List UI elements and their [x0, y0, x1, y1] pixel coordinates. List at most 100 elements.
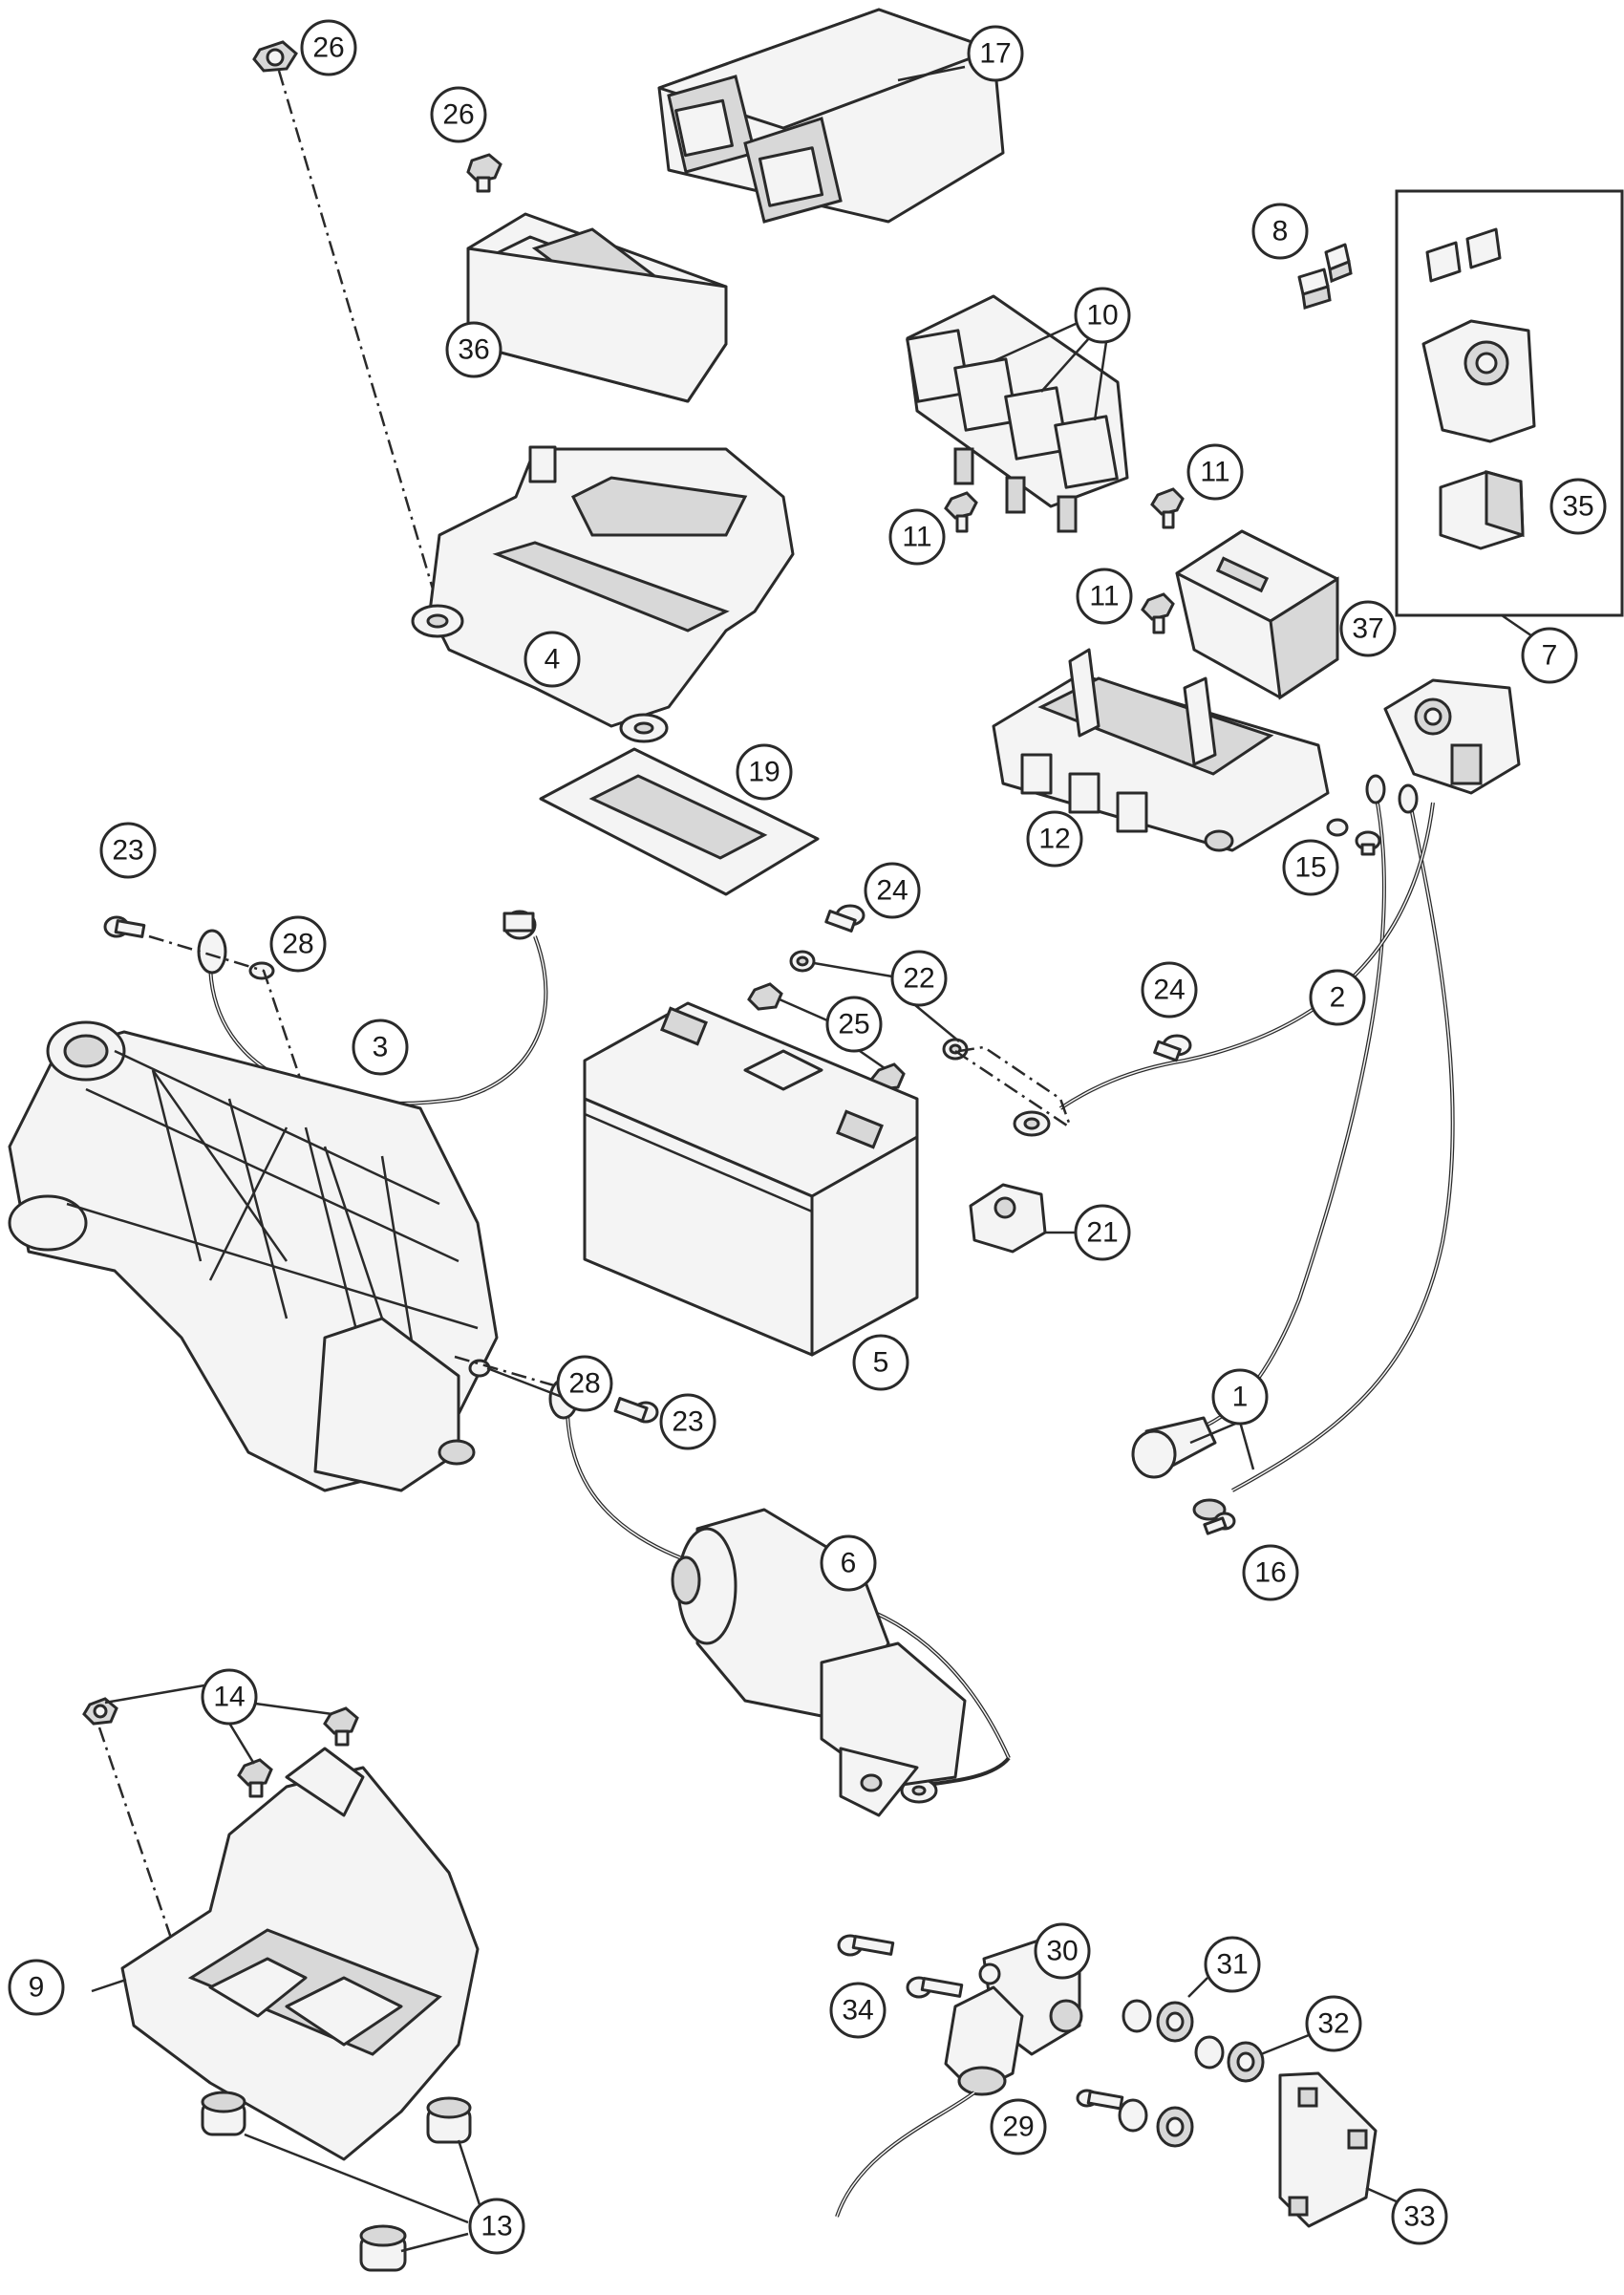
washer-22-top	[789, 950, 816, 973]
sensor-bracket	[1278, 2071, 1378, 2228]
damper-right	[426, 2096, 472, 2144]
svg-text:1: 1	[1232, 1382, 1249, 1413]
callout-28-top: 28	[269, 915, 327, 973]
callout-33: 33	[1391, 2188, 1448, 2245]
starter-relay	[1383, 678, 1521, 795]
screw-26-top	[252, 40, 298, 73]
screw-14-mid	[237, 1758, 273, 1798]
assembly-line-battery-left	[954, 1049, 1071, 1129]
callout-5: 5	[852, 1334, 909, 1391]
callout-12: 12	[1026, 810, 1083, 868]
callout-28-lower: 28	[556, 1355, 613, 1412]
callout-7: 7	[1521, 627, 1578, 684]
callout-10: 10	[1074, 287, 1131, 344]
callout-11-right: 11	[1186, 443, 1244, 501]
svg-text:11: 11	[1089, 581, 1119, 612]
screw-26-small	[466, 153, 502, 193]
callout-3: 3	[352, 1019, 409, 1076]
callout-6: 6	[820, 1534, 877, 1592]
svg-text:13: 13	[481, 2211, 512, 2242]
cable-3	[197, 910, 548, 1105]
assembly-line-26	[277, 70, 441, 612]
svg-text:24: 24	[1153, 975, 1185, 1006]
screw-16	[1203, 1512, 1236, 1535]
screw-23-top	[103, 915, 146, 938]
callout-9: 9	[8, 1959, 65, 2016]
callout-24-right: 24	[1141, 961, 1198, 1019]
svg-text:11: 11	[902, 522, 931, 553]
callout-26-top: 26	[300, 19, 357, 76]
svg-text:7: 7	[1542, 640, 1558, 672]
callout-17: 17	[967, 25, 1024, 82]
washer-28-lower	[468, 1359, 491, 1378]
callout-23-top: 23	[99, 822, 157, 879]
callout-23-lower: 23	[659, 1393, 716, 1450]
svg-text:22: 22	[903, 963, 934, 995]
damper-left	[201, 2091, 246, 2136]
svg-text:4: 4	[545, 644, 561, 676]
mounting-bracket-plate	[411, 445, 795, 743]
callout-15: 15	[1282, 839, 1339, 896]
cable-2	[1013, 802, 1435, 1137]
battery	[583, 1001, 919, 1357]
screw-14-right	[323, 1706, 359, 1747]
svg-text:36: 36	[458, 334, 489, 366]
callout-21: 21	[1074, 1204, 1131, 1261]
rubber-pad	[539, 747, 820, 896]
screw-11-right	[1150, 487, 1185, 529]
callout-30: 30	[1034, 1922, 1091, 1980]
leader-1	[1189, 1420, 1255, 1470]
svg-text:26: 26	[442, 99, 474, 131]
assembly-line-28-lower	[454, 1355, 555, 1387]
screw-34-upper	[837, 1934, 895, 1957]
callout-29: 29	[990, 2098, 1047, 2156]
svg-text:21: 21	[1086, 1217, 1118, 1249]
screw-14-left	[82, 1697, 118, 1726]
damper-bottom	[359, 2224, 407, 2272]
leader-28-lower	[486, 1366, 563, 1399]
callout-35: 35	[1549, 478, 1607, 535]
callout-36: 36	[445, 321, 502, 378]
motorcycle-frame	[8, 1020, 499, 1492]
callout-13: 13	[468, 2198, 525, 2255]
relay-block	[906, 294, 1129, 533]
relay-cover-35	[1439, 470, 1525, 550]
ecu-control-unit	[657, 8, 1005, 224]
svg-text:8: 8	[1272, 216, 1289, 247]
callout-26-small: 26	[430, 86, 487, 143]
assembly-line-battery-positive	[958, 1045, 1072, 1126]
callout-31: 31	[1204, 1936, 1261, 1993]
svg-text:26: 26	[312, 32, 344, 64]
svg-text:35: 35	[1562, 491, 1593, 523]
fuses	[1297, 243, 1353, 310]
leader-14	[104, 1684, 333, 1765]
leader-10	[993, 321, 1108, 421]
callout-16: 16	[1242, 1544, 1299, 1601]
callout-1: 1	[1211, 1368, 1269, 1426]
svg-text:3: 3	[373, 1032, 389, 1063]
leader-22	[813, 961, 960, 1042]
voltage-regulator	[1175, 529, 1339, 700]
svg-text:32: 32	[1317, 2008, 1349, 2040]
svg-text:6: 6	[841, 1548, 857, 1579]
nut-25-top	[747, 982, 783, 1011]
ecu-cover	[466, 212, 728, 403]
screw-11-left	[944, 491, 978, 533]
grommets-31	[1122, 1999, 1225, 2070]
callout-11-lower: 11	[1076, 568, 1133, 625]
terminal-cover	[969, 1183, 1076, 1254]
svg-text:25: 25	[838, 1009, 869, 1040]
callout-25: 25	[825, 996, 883, 1053]
callout-19: 19	[736, 743, 793, 801]
svg-text:14: 14	[213, 1682, 245, 1713]
electronics-tray	[992, 648, 1330, 852]
grommet-32	[1227, 2041, 1265, 2083]
relay-detail-frame	[1395, 189, 1624, 617]
svg-text:33: 33	[1403, 2201, 1435, 2233]
battery-holder	[91, 1747, 480, 2161]
svg-text:24: 24	[876, 875, 908, 907]
svg-text:9: 9	[29, 1972, 45, 2004]
svg-text:23: 23	[672, 1406, 703, 1438]
screw-24-top	[824, 904, 865, 933]
callout-8: 8	[1251, 203, 1309, 260]
